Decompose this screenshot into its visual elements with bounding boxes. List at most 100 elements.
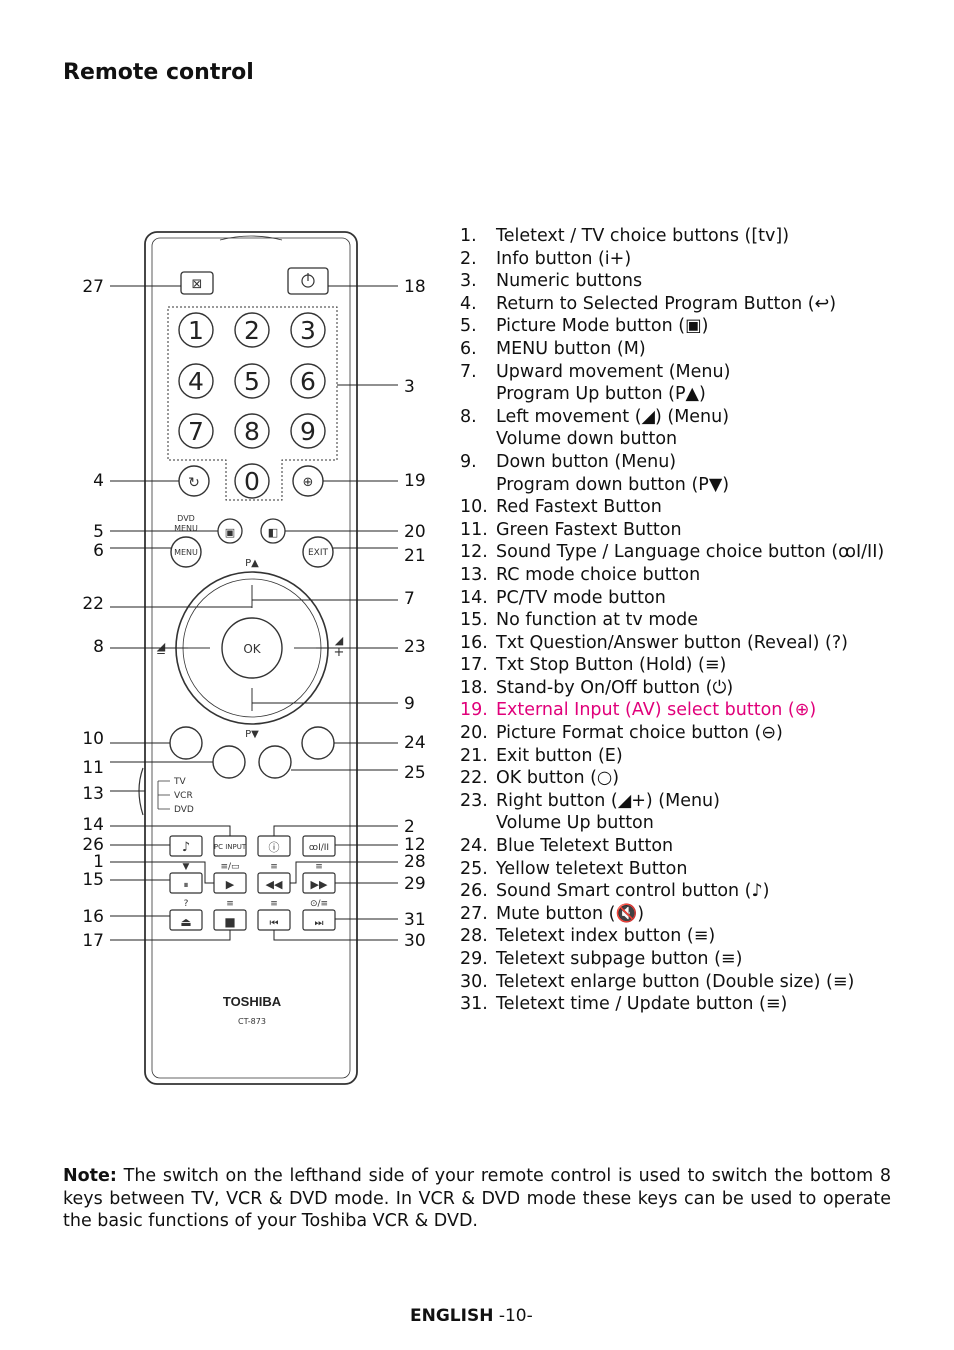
digit-label: 2 <box>244 316 260 345</box>
callout-number: 27 <box>82 277 104 297</box>
list-item: 14.PC/TV mode button <box>460 587 930 610</box>
digit-label: 1 <box>188 316 204 345</box>
svg-text:▼: ▼ <box>183 862 190 872</box>
list-item-text: Txt Question/Answer button (Reveal) (?) <box>496 632 848 653</box>
list-item-text: MENU button (M) <box>496 338 646 359</box>
list-item-text: Teletext index button (≡) <box>496 926 716 947</box>
list-item-text: Yellow teletext Button <box>496 858 688 879</box>
list-item-text: Volume Up button <box>496 813 654 834</box>
list-item: 23.Right button (◢+) (Menu) <box>460 790 930 813</box>
svg-text:≡/▭: ≡/▭ <box>220 862 239 872</box>
note-paragraph: Note: The switch on the lefthand side of… <box>63 1165 891 1233</box>
list-item-text: Down button (Menu) <box>496 451 677 472</box>
list-item-number: 31. <box>460 994 488 1015</box>
note-label: Note: <box>63 1166 117 1186</box>
list-item-text: Teletext / TV choice buttons ([tv]) <box>496 226 790 246</box>
exit-button <box>302 536 334 568</box>
brand-logo: TOSHIBA <box>223 994 282 1009</box>
list-item: Volume Up button <box>460 812 930 835</box>
callout-number: 17 <box>82 931 104 951</box>
list-item: 24.Blue Teletext Button <box>460 835 930 858</box>
digit-button <box>234 363 270 399</box>
list-item-number: 25. <box>460 858 488 879</box>
list-item-text: Upward movement (Menu) <box>496 361 731 382</box>
digit-button <box>234 312 270 348</box>
list-item: 3.Numeric buttons <box>460 270 930 293</box>
callout-number: 21 <box>404 546 426 566</box>
list-item-number: 17. <box>460 655 488 676</box>
svg-text:+: + <box>334 645 345 660</box>
list-item: 29. Teletext subpage button (≡) <box>460 948 930 971</box>
svg-text:TV: TV <box>173 777 186 787</box>
callout-number: 7 <box>404 589 415 609</box>
svg-text:=: = <box>156 645 166 659</box>
list-item: 7.Upward movement (Menu) <box>460 361 930 384</box>
svg-text:▶: ▶ <box>226 878 235 891</box>
list-item: 8.Left movement (◢) (Menu) <box>460 406 930 429</box>
yellow-button <box>258 745 292 779</box>
callout-number: 23 <box>404 637 426 657</box>
digit-label: 4 <box>188 367 204 396</box>
list-item-text: Teletext enlarge button (Double size) (≡… <box>496 971 855 992</box>
list-item: 9.Down button (Menu) <box>460 451 930 474</box>
callout-number: 22 <box>82 594 104 614</box>
list-item-number: 5. <box>460 316 477 337</box>
sound-smart-icon: ♪ <box>182 840 190 855</box>
digit-button <box>290 413 326 449</box>
svg-text:VCR: VCR <box>174 791 193 801</box>
callout-number: 19 <box>404 471 426 491</box>
list-item: 31. Teletext time / Update button (≡) <box>460 993 930 1016</box>
list-item-text: Picture Format choice button (⊖) <box>496 723 783 744</box>
list-item-number: 13. <box>460 564 488 585</box>
callout-number: 1 <box>93 852 104 872</box>
green-button <box>212 745 246 779</box>
list-item-text: Numeric buttons <box>496 271 643 292</box>
footer-page-number: -10- <box>493 1306 533 1326</box>
list-item-number: 2. <box>460 248 477 269</box>
list-item: 27.Mute button (🔇) <box>460 903 930 926</box>
list-item-text: Teletext subpage button (≡) <box>496 949 743 969</box>
list-item: 12.Sound Type / Language choice button (… <box>460 541 930 564</box>
list-item-text: Program Up button (P▲) <box>496 384 706 405</box>
digit-label: 5 <box>244 367 260 396</box>
callout-number: 30 <box>404 931 426 951</box>
callout-number: 29 <box>404 874 426 894</box>
list-item-text: Teletext time / Update button (≡) <box>496 994 788 1015</box>
list-item-number: 4. <box>460 293 477 314</box>
list-item: 1.Teletext / TV choice buttons ([tv]) <box>460 225 930 248</box>
list-item-number: 19. <box>460 700 488 721</box>
list-item: 13. RC mode choice button <box>460 564 930 587</box>
list-item: 28.Teletext index button (≡) <box>460 925 930 948</box>
svg-text:≡: ≡ <box>270 899 278 909</box>
list-item-number: 29. <box>460 949 488 969</box>
list-item-text: No function at tv mode <box>496 610 698 631</box>
list-item-number: 24. <box>460 836 488 857</box>
footer-language: ENGLISH <box>410 1306 494 1326</box>
list-item-text: External Input (AV) select button (⊕) <box>496 700 817 721</box>
list-item-number <box>460 383 496 406</box>
digit-label: 8 <box>244 417 260 446</box>
list-item: 18.Stand-by On/Off button (⏻) <box>460 677 930 700</box>
digit-button <box>290 312 326 348</box>
digit-label: 3 <box>300 316 316 345</box>
list-item-number: 20. <box>460 723 488 744</box>
list-item-number: 21. <box>460 745 488 766</box>
callout-number: 26 <box>82 835 104 855</box>
callout-number: 13 <box>82 784 104 804</box>
list-item: 15.No function at tv mode <box>460 609 930 632</box>
callout-lines <box>110 285 398 941</box>
callout-number: 18 <box>404 277 426 297</box>
list-item-text: Sound Smart control button (♪) <box>496 881 770 902</box>
p-down-label: P▼ <box>245 729 259 740</box>
svg-text:⊕: ⊕ <box>303 475 314 490</box>
list-item-text: RC mode choice button <box>496 564 701 585</box>
list-item-number: 23. <box>460 790 488 811</box>
list-item: 19. External Input (AV) select button (⊕) <box>460 699 930 722</box>
red-button <box>169 726 203 760</box>
list-item-number: 27. <box>460 903 488 924</box>
list-item-text: Sound Type / Language choice button (ꝏI/… <box>496 542 885 563</box>
list-item-text: Return to Selected Program Button (↩) <box>496 293 837 314</box>
list-item-text: Left movement (◢) (Menu) <box>496 406 730 427</box>
list-item-text: Info button (i+) <box>496 248 632 269</box>
